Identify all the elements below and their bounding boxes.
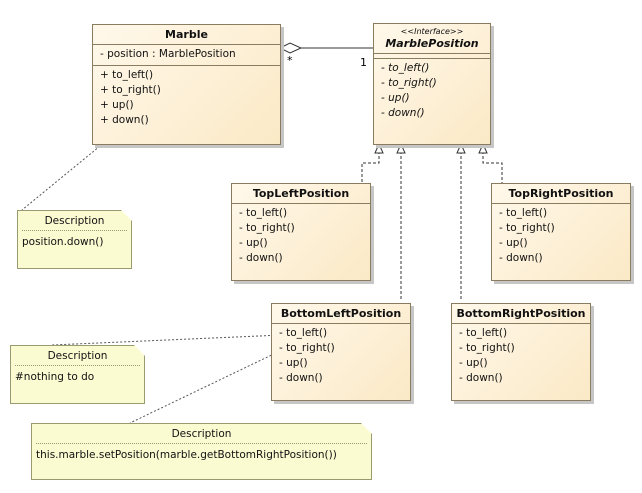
class-bottom-left-operations: - to_left() - to_right() - up() - down() xyxy=(272,324,410,389)
class-marble-attributes: - position : MarblePosition xyxy=(93,45,280,66)
note-anchor-bl-to-right xyxy=(129,349,283,424)
operation-to-right: - to_right() xyxy=(459,342,515,354)
realization-arrowheads xyxy=(374,142,488,154)
operation-to-right: - to_right() xyxy=(381,77,437,89)
interface-operations: - to_left() - to_right() - up() - down() xyxy=(374,58,490,124)
class-top-right-position[interactable]: TopRightPosition - to_left() - to_right(… xyxy=(491,183,631,281)
operation-up: - up() xyxy=(381,92,410,104)
interface-stereotype: <<Interface>> xyxy=(400,27,464,36)
realization-arrow-icon xyxy=(478,142,488,154)
note-title: Description xyxy=(22,211,127,231)
realization-arrow-icon xyxy=(396,142,406,154)
note-body: this.marble.setPosition(marble.getBottom… xyxy=(36,449,337,461)
operation-up: - up() xyxy=(279,357,308,369)
composition-association: * 1 xyxy=(278,42,374,69)
class-marble-operations: + to_left() + to_right() + up() + down() xyxy=(93,66,280,131)
composition-diamond-icon xyxy=(278,42,303,54)
note-body: position.down() xyxy=(22,236,104,248)
note-body: #nothing to do xyxy=(15,371,95,383)
class-top-right-name: TopRightPosition xyxy=(492,184,630,204)
realization-lines xyxy=(361,146,503,301)
association-target-multiplicity: 1 xyxy=(360,56,367,69)
class-top-left-operations: - to_left() - to_right() - up() - down() xyxy=(232,204,370,269)
class-top-right-operations: - to_left() - to_right() - up() - down() xyxy=(492,204,630,269)
operation-down: + down() xyxy=(100,114,149,126)
operation-to-left: - to_left() xyxy=(459,327,508,339)
class-bottom-left-position[interactable]: BottomLeftPosition - to_left() - to_righ… xyxy=(271,303,411,401)
class-top-left-position[interactable]: TopLeftPosition - to_left() - to_right()… xyxy=(231,183,371,281)
operation-up: - up() xyxy=(499,237,528,249)
class-bottom-left-name: BottomLeftPosition xyxy=(272,304,410,324)
note-anchor-lines xyxy=(21,145,283,424)
operation-down: - down() xyxy=(381,107,425,119)
realization-topright xyxy=(482,146,503,183)
operation-down: - down() xyxy=(239,252,283,264)
note-bl-to-right[interactable]: Description this.marble.setPosition(marb… xyxy=(31,423,372,480)
class-bottom-right-operations: - to_left() - to_right() - up() - down() xyxy=(452,324,590,389)
note-marble-down[interactable]: Description position.down() xyxy=(17,210,132,269)
operation-to-left: + to_left() xyxy=(100,69,154,81)
realization-topleft xyxy=(361,146,380,183)
class-marble-name: Marble xyxy=(93,25,280,45)
operation-down: - down() xyxy=(499,252,543,264)
note-title: Description xyxy=(15,346,140,366)
class-marble[interactable]: Marble - position : MarblePosition + to_… xyxy=(92,24,281,145)
interface-header: <<Interface>> MarblePosition xyxy=(374,24,490,54)
operation-up: - up() xyxy=(459,357,488,369)
operation-down: - down() xyxy=(279,372,323,384)
realization-arrow-icon xyxy=(456,142,466,154)
class-top-left-name: TopLeftPosition xyxy=(232,184,370,204)
operation-up: + up() xyxy=(100,99,134,111)
operation-to-right: + to_right() xyxy=(100,84,161,96)
interface-marble-position[interactable]: <<Interface>> MarblePosition - to_left()… xyxy=(373,23,491,145)
operation-to-right: - to_right() xyxy=(499,222,555,234)
class-bottom-right-name: BottomRightPosition xyxy=(452,304,590,324)
operation-to-left: - to_left() xyxy=(239,207,288,219)
note-bl-to-left[interactable]: Description #nothing to do xyxy=(10,345,145,404)
operation-to-right: - to_right() xyxy=(279,342,335,354)
operation-to-right: - to_right() xyxy=(239,222,295,234)
attribute-position: - position : MarblePosition xyxy=(100,48,236,60)
note-title: Description xyxy=(36,424,367,444)
operation-to-left: - to_left() xyxy=(381,62,430,74)
operation-to-left: - to_left() xyxy=(499,207,548,219)
operation-down: - down() xyxy=(459,372,503,384)
association-source-multiplicity: * xyxy=(287,54,293,67)
note-anchor-marble-down xyxy=(21,145,101,211)
operation-to-left: - to_left() xyxy=(279,327,328,339)
interface-name: MarblePosition xyxy=(385,37,479,50)
class-bottom-right-position[interactable]: BottomRightPosition - to_left() - to_rig… xyxy=(451,303,591,401)
operation-up: - up() xyxy=(239,237,268,249)
realization-arrow-icon xyxy=(374,142,384,154)
note-anchor-bl-to-left xyxy=(51,334,283,346)
